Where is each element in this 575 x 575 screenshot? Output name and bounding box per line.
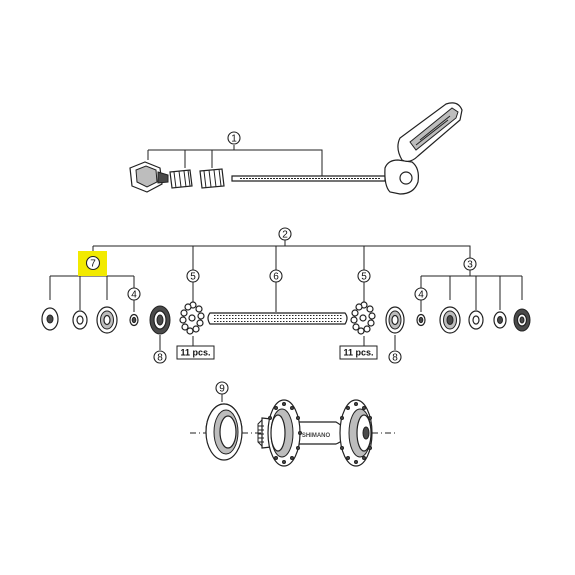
quantity-box-right: 11 pcs. xyxy=(339,345,378,360)
callout-3: 3 xyxy=(463,257,477,271)
dust-cap-left xyxy=(149,305,171,335)
axle-leader-lines xyxy=(49,240,523,350)
right-flange-holes xyxy=(340,402,372,464)
svg-text:8: 8 xyxy=(157,353,163,364)
svg-text:8: 8 xyxy=(392,353,398,364)
svg-text:4: 4 xyxy=(131,290,137,301)
svg-text:3: 3 xyxy=(467,260,473,271)
svg-text:11 pcs.: 11 pcs. xyxy=(343,348,373,358)
svg-text:5: 5 xyxy=(190,272,196,283)
hub-brand-label: SHIMANO xyxy=(302,433,331,439)
ball-bearings-right xyxy=(350,301,376,335)
svg-text:7: 7 xyxy=(90,259,96,270)
spring-left xyxy=(169,169,193,189)
dust-cap-right xyxy=(385,306,405,334)
hub-axle xyxy=(207,312,348,325)
washer-right-b xyxy=(493,311,507,329)
svg-text:2: 2 xyxy=(282,230,288,241)
svg-text:4: 4 xyxy=(418,290,424,301)
callout-5-right: 5 xyxy=(357,269,371,283)
callout-8-right: 8 xyxy=(388,350,402,364)
locknut-left xyxy=(41,307,59,331)
callout-8-left: 8 xyxy=(153,350,167,364)
quick-release-lever xyxy=(384,102,463,195)
washer-right-a xyxy=(468,310,484,330)
spacer-left xyxy=(129,313,139,327)
callout-1: 1 xyxy=(227,131,241,145)
callout-5-left: 5 xyxy=(186,269,200,283)
quick-release-assembly xyxy=(129,102,463,195)
callout-2: 2 xyxy=(278,227,292,241)
hub-dust-shield xyxy=(205,403,243,461)
svg-text:11 pcs.: 11 pcs. xyxy=(180,348,210,358)
callout-4-right: 4 xyxy=(414,287,428,301)
svg-text:5: 5 xyxy=(361,272,367,283)
svg-text:1: 1 xyxy=(231,134,237,145)
callout-6: 6 xyxy=(269,269,283,283)
callout-9: 9 xyxy=(215,381,229,395)
locknut-right xyxy=(513,308,531,332)
ball-bearings-left xyxy=(179,301,205,335)
cone-left xyxy=(96,306,118,334)
cone-right xyxy=(439,306,461,334)
callout-4-left: 4 xyxy=(127,287,141,301)
quantity-box-left: 11 pcs. xyxy=(176,345,215,360)
spring-right xyxy=(199,168,225,189)
left-flange-holes xyxy=(268,402,302,464)
adjusting-nut xyxy=(129,161,169,193)
hub-body: SHIMANO xyxy=(190,394,395,467)
svg-text:9: 9 xyxy=(219,384,225,395)
callout-7: 7 xyxy=(85,255,101,271)
spacer-right xyxy=(416,313,426,327)
skewer-rod xyxy=(231,175,386,182)
svg-text:6: 6 xyxy=(273,272,279,283)
washer-left xyxy=(72,310,88,330)
hub-shell: SHIMANO xyxy=(257,399,373,467)
